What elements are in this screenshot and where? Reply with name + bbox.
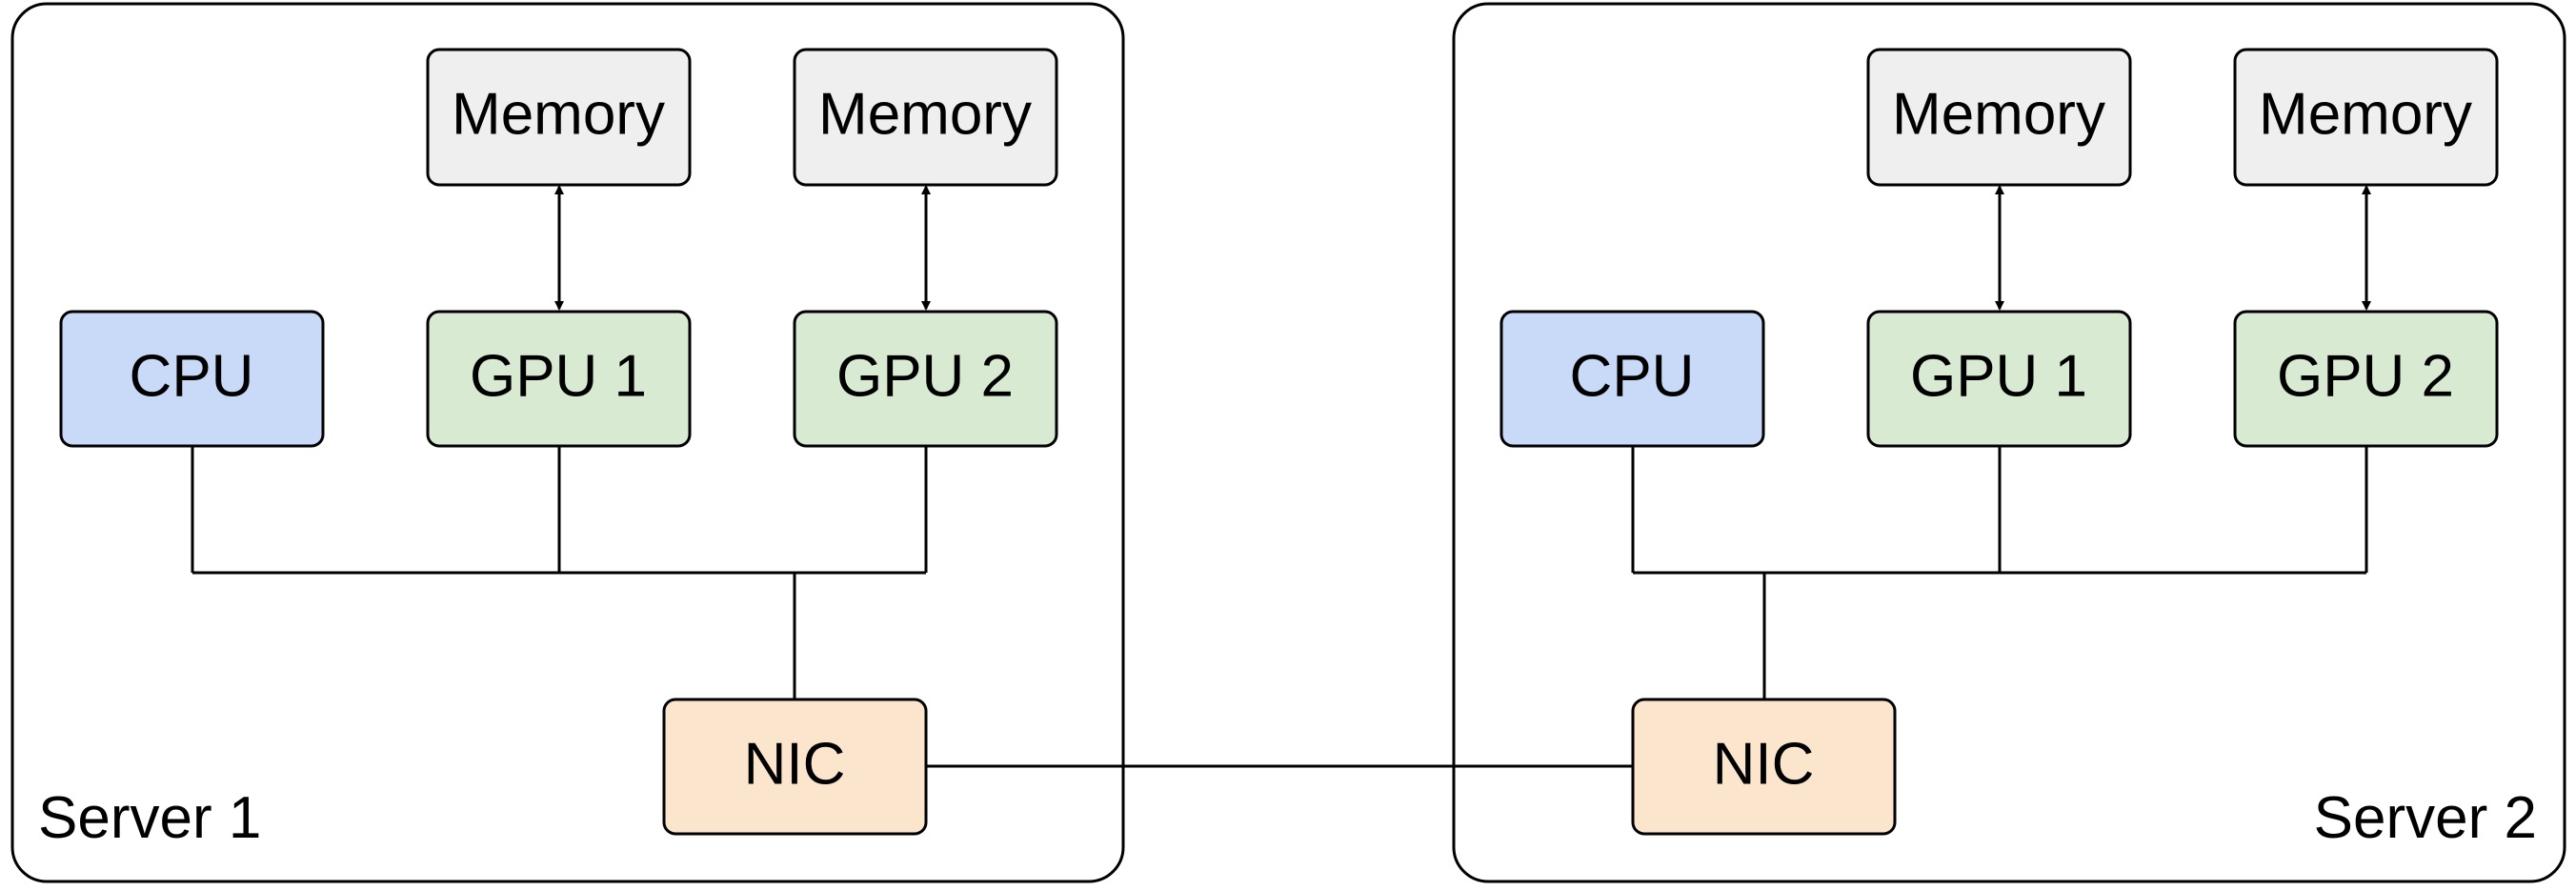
gpu-2-label: GPU 2 [836,343,1014,409]
gpu-1-label: GPU 1 [470,343,647,409]
gpu-2-box: GPU 2 [2233,310,2499,448]
memory-2-label: Memory [2259,81,2472,147]
cpu-label: CPU [130,343,254,409]
nic-box: NIC [662,698,928,836]
cpu-box: CPU [1499,310,1765,448]
memory-2-label: Memory [818,81,1032,147]
memory-1-label: Memory [1892,81,2105,147]
memory-1-label: Memory [452,81,665,147]
gpu-2-box: GPU 2 [793,310,1058,448]
memory-1-box: Memory [1866,48,2132,187]
memory-2-box: Memory [2233,48,2499,187]
memory-1-box: Memory [426,48,692,187]
server-1: Memory Memory CPU GPU 1 GPU 2 NIC Server… [10,2,1125,883]
gpu-1-box: GPU 1 [426,310,692,448]
nic-label: NIC [1713,731,1815,797]
server-2-bus [1631,446,2368,699]
server-1-bus [191,446,928,699]
cpu-label: CPU [1570,343,1695,409]
server-1-label: Server 1 [38,785,261,851]
server-2-label: Server 2 [2314,785,2537,851]
gpu-2-label: GPU 2 [2277,343,2454,409]
server-2: Memory Memory CPU GPU 1 GPU 2 NIC Server… [1452,2,2566,883]
cpu-box: CPU [59,310,325,448]
nic-box: NIC [1631,698,1897,836]
gpu-1-label: GPU 1 [1910,343,2087,409]
gpu-1-box: GPU 1 [1866,310,2132,448]
memory-2-box: Memory [793,48,1058,187]
nic-label: NIC [744,731,846,797]
